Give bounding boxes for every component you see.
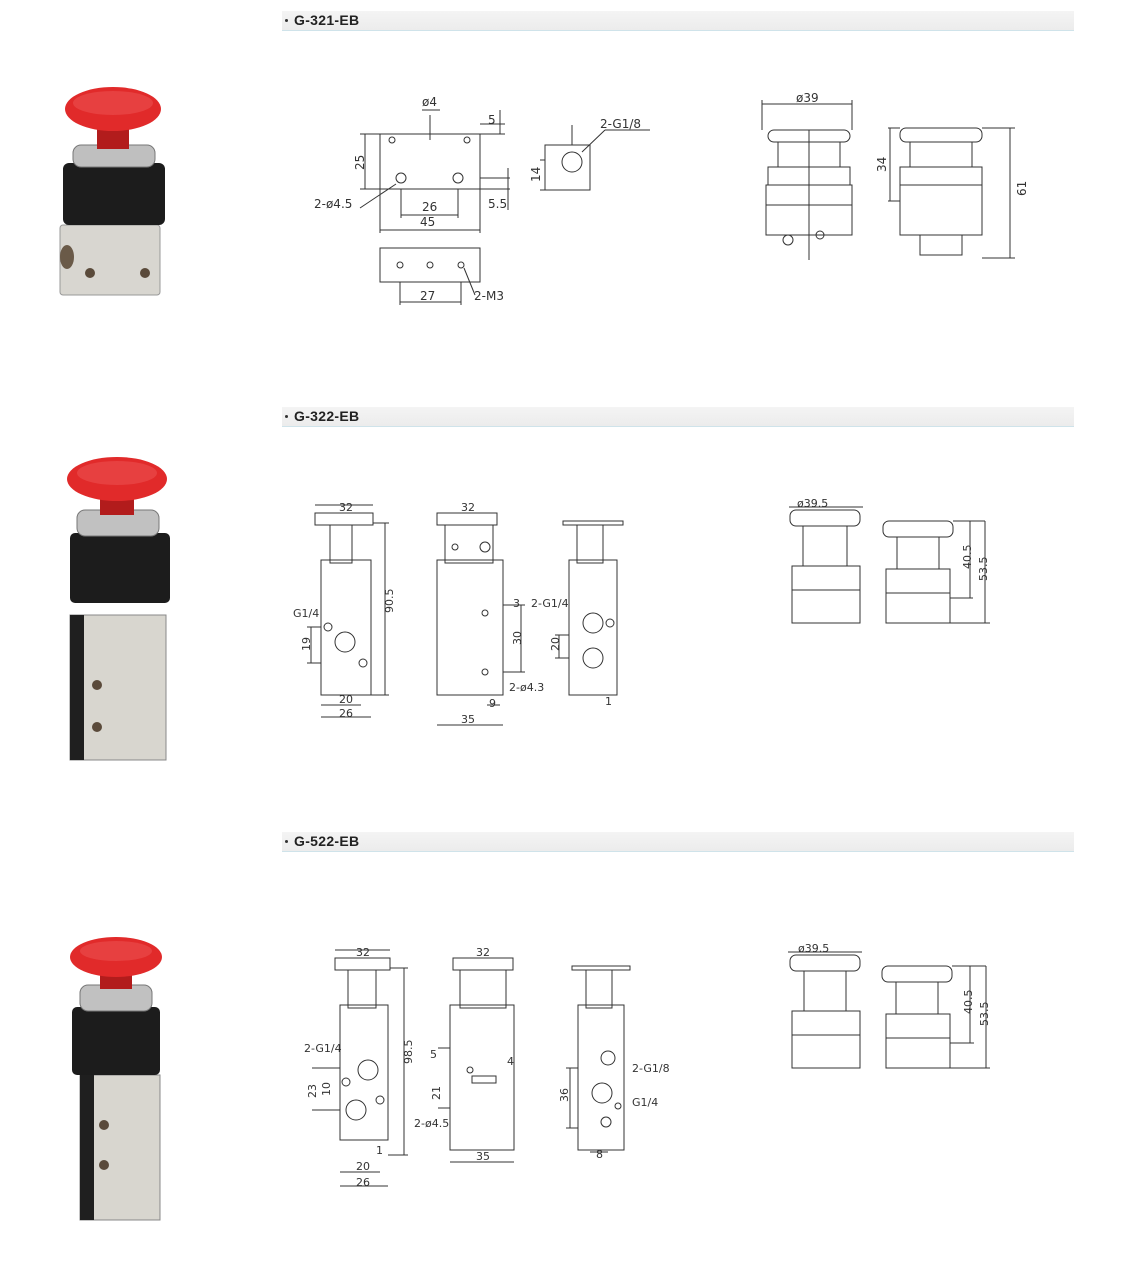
- dim-21: 21: [430, 1086, 443, 1100]
- dim-1: 1: [605, 695, 612, 708]
- dim-2-g14: 2-G1/4: [304, 1042, 342, 1055]
- dim-26: 26: [356, 1176, 370, 1189]
- dim-27: 27: [420, 289, 435, 303]
- dim-53.5: 53.5: [978, 1002, 991, 1027]
- dim-5: 5: [488, 113, 496, 127]
- dim-3: 3: [513, 597, 520, 610]
- dim-36: 36: [558, 1088, 571, 1102]
- dim-20: 20: [356, 1160, 370, 1173]
- dim-32b: 32: [476, 946, 490, 959]
- section-header-g322: G-322-EB: [282, 407, 1074, 427]
- dim-20b: 20: [549, 637, 562, 651]
- section-title: G-322-EB: [294, 408, 360, 424]
- dim-2-g14: 2-G1/4: [531, 597, 569, 610]
- dim-32a: 32: [339, 501, 353, 514]
- bullet-icon: [285, 19, 288, 22]
- dim-20: 20: [339, 693, 353, 706]
- dim-90.5: 90.5: [383, 589, 396, 614]
- dim-26: 26: [339, 707, 353, 720]
- section-header-g522: G-522-EB: [282, 832, 1074, 852]
- section-title: G-522-EB: [294, 833, 360, 849]
- dim-2-g18: 2-G1/8: [632, 1062, 670, 1075]
- dim-4: 4: [507, 1055, 514, 1068]
- dim-40.5: 40.5: [961, 545, 974, 570]
- dim-5.5: 5.5: [488, 197, 507, 211]
- dim-d4: ø4: [422, 95, 437, 109]
- dim-32a: 32: [356, 946, 370, 959]
- dim-2-d43: 2-ø4.3: [509, 681, 544, 694]
- dim-30: 30: [511, 631, 524, 645]
- bullet-icon: [285, 840, 288, 843]
- dim-2-d45: 2-ø4.5: [414, 1117, 449, 1130]
- drawing-g522: 32 2-G1/4 23 10 1 98.5 20 26 32 5 4 21 2…: [304, 942, 991, 1189]
- section-title: G-321-EB: [294, 12, 360, 28]
- dim-1: 1: [376, 1144, 383, 1157]
- dim-g14: G1/4: [293, 607, 319, 620]
- bullet-icon: [285, 415, 288, 418]
- dim-61: 61: [1015, 181, 1029, 196]
- dim-40.5: 40.5: [962, 990, 975, 1015]
- dim-10: 10: [320, 1082, 333, 1096]
- dim-14: 14: [529, 167, 543, 182]
- dim-2-d45: 2-ø4.5: [314, 197, 352, 211]
- dim-25: 25: [353, 155, 367, 170]
- dim-g14: G1/4: [632, 1096, 658, 1109]
- dim-2-g18: 2-G1/8: [600, 117, 641, 131]
- dim-34: 34: [875, 157, 889, 172]
- dim-d39: ø39: [796, 91, 819, 105]
- dim-35: 35: [476, 1150, 490, 1163]
- drawing-g321: ø4 25 5 2-ø4.5 26 45 5.5 2-G1/8 14 27 2-…: [314, 91, 1029, 305]
- dim-26: 26: [422, 200, 437, 214]
- dim-32b: 32: [461, 501, 475, 514]
- dim-5: 5: [430, 1048, 437, 1061]
- dim-98.5: 98.5: [402, 1040, 415, 1065]
- dim-9: 9: [489, 697, 496, 710]
- dim-d39.5: ø39.5: [797, 497, 828, 510]
- dim-45: 45: [420, 215, 435, 229]
- product-photo-g321: [59, 87, 165, 296]
- section-header-g321: G-321-EB: [282, 11, 1074, 31]
- dim-2-m3: 2-M3: [474, 289, 504, 303]
- product-photo-g322: [67, 457, 170, 761]
- dim-d39.5: ø39.5: [798, 942, 829, 955]
- dim-35: 35: [461, 713, 475, 726]
- dim-19: 19: [300, 637, 313, 651]
- dim-53.5: 53.5: [977, 557, 990, 582]
- drawing-g322: 32 G1/4 19 90.5 20 26 32 3 30 2-ø4.3 9 3…: [293, 497, 990, 726]
- product-photo-g522: [70, 937, 162, 1221]
- dim-23: 23: [306, 1084, 319, 1098]
- dim-8: 8: [596, 1148, 603, 1161]
